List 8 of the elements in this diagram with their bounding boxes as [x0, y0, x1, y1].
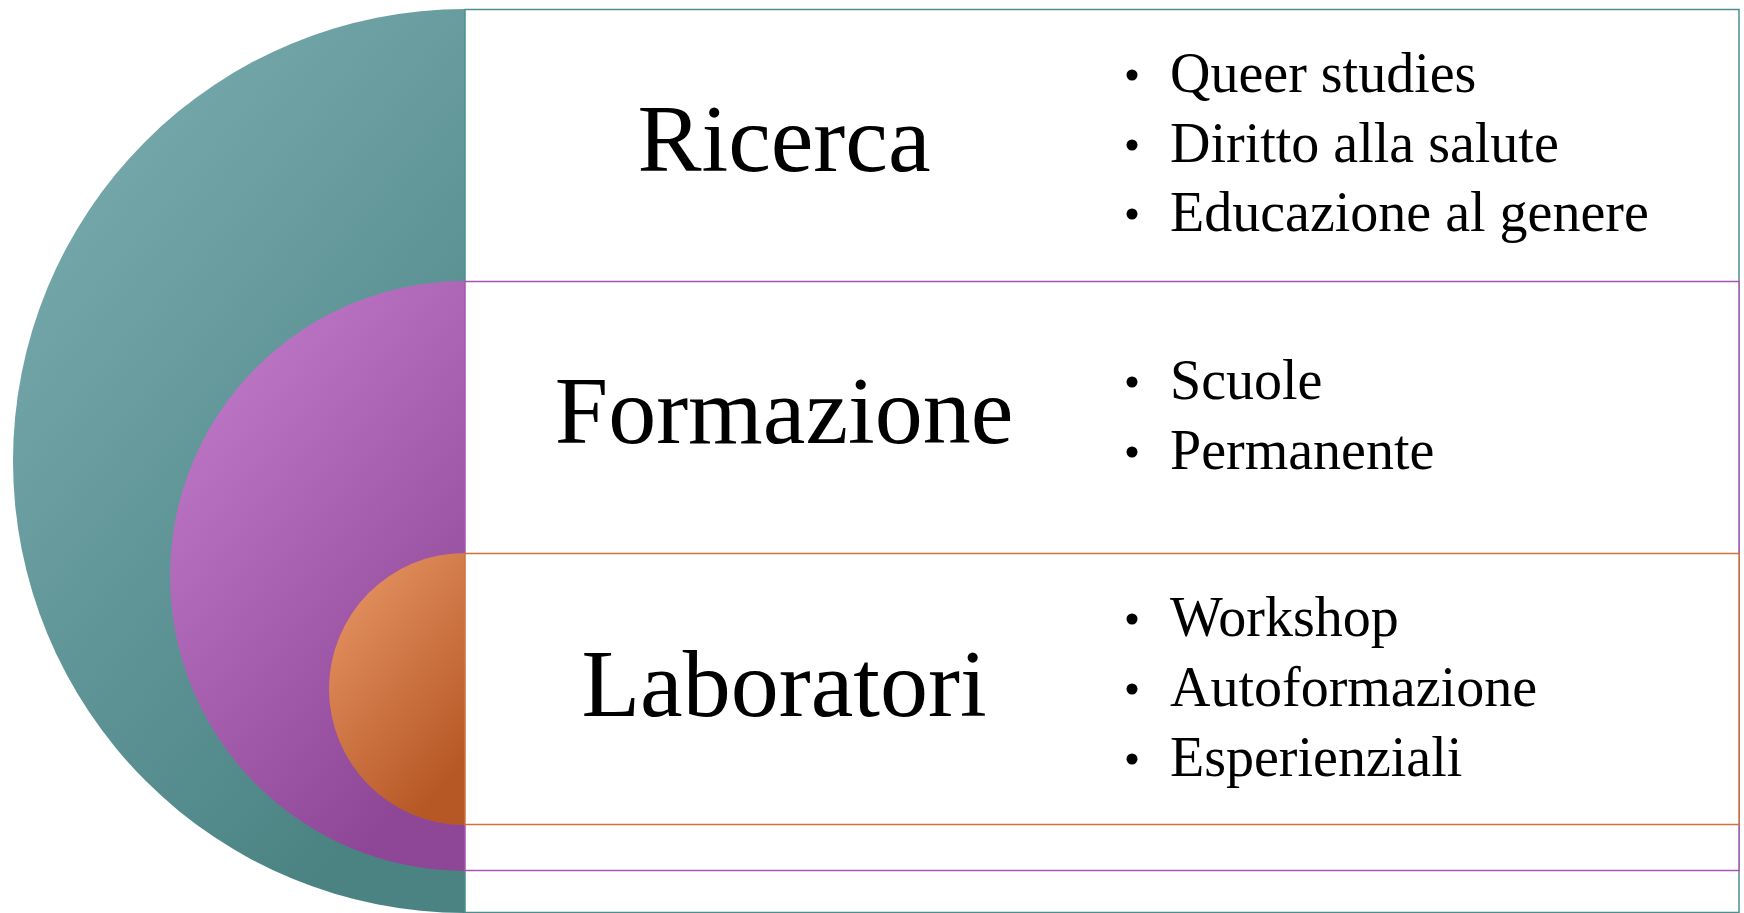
list-item: Queer studies — [1170, 45, 1477, 101]
list-item: Diritto alla salute — [1170, 115, 1559, 171]
list-item: Permanente — [1170, 422, 1435, 478]
section-heading: Laboratori — [581, 636, 987, 732]
section-heading: Ricerca — [637, 91, 931, 187]
list-item: Scuole — [1170, 352, 1323, 408]
section-heading: Formazione — [554, 363, 1014, 459]
list-item: Autoformazione — [1170, 659, 1537, 715]
